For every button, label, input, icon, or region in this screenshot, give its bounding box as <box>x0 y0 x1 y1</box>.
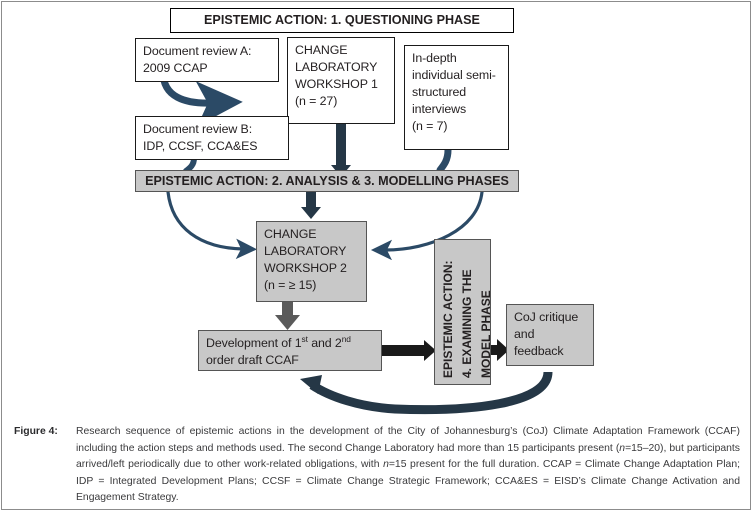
phase4-header-line1: EPISTEMIC ACTION: <box>441 260 455 378</box>
arrow-coj-feedback-loop <box>300 371 553 415</box>
development-box: Development of 1st and 2nd order draft C… <box>198 330 382 371</box>
arrow-interviews-to-phase23 <box>436 146 452 174</box>
caption-italic-n-1: n <box>619 442 626 454</box>
development-line2: order draft CCAF <box>206 353 299 367</box>
caption-seg-2: =15–20), but participants arrived/left p… <box>76 442 740 471</box>
phase4-header-line2: 4. EXAMINING THE <box>460 269 474 378</box>
workshop1-box: CHANGE LABORATORY WORKSHOP 1 (n = 27) <box>287 37 395 124</box>
caption-italic-n-2: n <box>383 459 389 471</box>
development-line1: Development of 1st and 2nd <box>206 333 351 350</box>
phase4-header-line3: MODEL PHASE <box>479 290 493 378</box>
figure-caption: Figure 4: Research sequence of epistemic… <box>0 424 754 507</box>
caption-text: Research sequence of epistemic actions i… <box>76 424 740 507</box>
arrow-workshop2-to-development <box>275 302 300 330</box>
phase23-header-label: EPISTEMIC ACTION: 2. ANALYSIS & 3. MODEL… <box>145 173 509 188</box>
phase23-header-box: EPISTEMIC ACTION: 2. ANALYSIS & 3. MODEL… <box>135 170 519 192</box>
phase1-header-box: EPISTEMIC ACTION: 1. QUESTIONING PHASE <box>170 8 514 33</box>
diagram-canvas: EPISTEMIC ACTION: 1. QUESTIONING PHASE D… <box>135 8 594 415</box>
ordinal-st: st <box>301 333 308 344</box>
document-review-b-box: Document review B: IDP, CCSF, CCA&ES <box>135 116 289 160</box>
coj-feedback-box: CoJ critique and feedback <box>506 304 594 366</box>
arrow-phase23-to-workshop2 <box>301 190 321 219</box>
document-review-a-box: Document review A: 2009 CCAP <box>135 38 279 82</box>
arrow-phase23-left-to-workshop2 <box>166 190 258 260</box>
workshop2-box: CHANGE LABORATORY WORKSHOP 2 (n = ≥ 15) <box>256 221 367 302</box>
caption-label: Figure 4: <box>14 426 58 437</box>
phase1-header-label: EPISTEMIC ACTION: 1. QUESTIONING PHASE <box>204 13 480 27</box>
caption-seg-3: =15 present for the full duration. CCAP … <box>76 459 740 504</box>
interviews-box: In-depth individual semi- structured int… <box>404 45 509 150</box>
ordinal-nd: nd <box>341 333 351 344</box>
arrow-development-to-phase4 <box>382 340 436 361</box>
phase4-header-box: EPISTEMIC ACTION: 4. EXAMINING THE MODEL… <box>434 239 493 385</box>
caption-seg-1: Research sequence of epistemic actions i… <box>76 426 740 454</box>
